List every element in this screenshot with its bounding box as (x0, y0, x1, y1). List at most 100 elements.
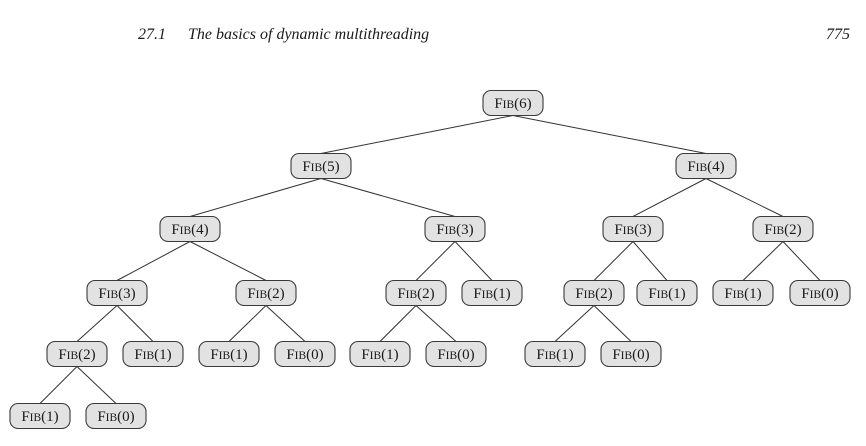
fib-node-box (524, 340, 586, 368)
fib-node-box (752, 215, 814, 243)
fib-node-label: FIB(2) (397, 286, 434, 302)
fib-node: FIB(1) (712, 279, 774, 307)
fib-node-box (9, 402, 71, 430)
fib-node-box (636, 279, 698, 307)
page-number: 775 (826, 26, 850, 43)
fib-node-box (198, 340, 260, 368)
fib-node-box (122, 340, 184, 368)
tree-edge (415, 241, 456, 281)
fib-node-label: FIB(1) (361, 347, 398, 363)
tree-edge (228, 305, 267, 342)
fib-node-label: FIB(0) (612, 347, 649, 363)
tree-edge (554, 305, 595, 342)
fib-node: FIB(5) (290, 152, 352, 180)
tree-edge (782, 241, 821, 281)
fib-node-label: FIB(1) (648, 286, 685, 302)
fib-node-label: FIB(0) (437, 347, 474, 363)
fib-node: FIB(1) (349, 340, 411, 368)
fib-node: FIB(1) (198, 340, 260, 368)
fib-node-label: FIB(1) (724, 286, 761, 302)
fib-node-box (563, 279, 625, 307)
fib-node-box (86, 279, 148, 307)
fib-node-label: FIB(2) (764, 222, 801, 238)
tree-edge (116, 305, 154, 342)
fib-node: FIB(1) (524, 340, 586, 368)
fib-node-box (425, 340, 487, 368)
fib-node-label: FIB(1) (473, 286, 510, 302)
fib-node: FIB(1) (9, 402, 71, 430)
tree-edge (379, 305, 417, 342)
fib-node-box (482, 89, 544, 117)
tree-edge (320, 115, 514, 154)
fib-node-label: FIB(0) (97, 409, 134, 425)
tree-edge (265, 305, 306, 342)
tree-edge (189, 241, 267, 281)
fib-node-box (349, 340, 411, 368)
fib-node-box (789, 279, 851, 307)
fib-node-box (602, 215, 664, 243)
fib-node: FIB(4) (675, 152, 737, 180)
fib-node: FIB(2) (235, 279, 297, 307)
fib-node: FIB(0) (600, 340, 662, 368)
fib-node-label: FIB(5) (302, 159, 339, 175)
fib-node-label: FIB(3) (98, 286, 135, 302)
fib-node-label: FIB(0) (801, 286, 838, 302)
fib-node-label: FIB(4) (687, 159, 724, 175)
tree-edge (189, 178, 322, 217)
fib-node: FIB(3) (424, 215, 486, 243)
fib-node-box (235, 279, 297, 307)
fib-node-label: FIB(3) (436, 222, 473, 238)
fib-node-label: FIB(3) (614, 222, 651, 238)
tree-edge (742, 241, 784, 281)
fib-node-label: FIB(1) (21, 409, 58, 425)
fib-node-label: FIB(4) (171, 222, 208, 238)
tree-edge (415, 305, 457, 342)
fib-node: FIB(2) (46, 340, 108, 368)
fib-node: FIB(0) (789, 279, 851, 307)
fib-node-label: FIB(1) (134, 347, 171, 363)
tree-edge (593, 305, 632, 342)
tree-edge (705, 178, 784, 217)
fib-node: FIB(1) (461, 279, 523, 307)
fib-node-label: FIB(1) (536, 347, 573, 363)
fib-node-label: FIB(1) (210, 347, 247, 363)
fib-node-box (424, 215, 486, 243)
section-number: 27.1 (138, 26, 166, 43)
fib-node-box (46, 340, 108, 368)
fib-node: FIB(2) (385, 279, 447, 307)
tree-edge (76, 305, 118, 342)
fib-node-box (159, 215, 221, 243)
fib-node-box (675, 152, 737, 180)
fib-node-box (600, 340, 662, 368)
fib-node: FIB(3) (86, 279, 148, 307)
fib-node: FIB(0) (425, 340, 487, 368)
tree-edge (593, 241, 634, 281)
tree-edge (632, 241, 668, 281)
fib-node-label: FIB(2) (575, 286, 612, 302)
tree-edge (632, 178, 707, 217)
fib-node: FIB(3) (602, 215, 664, 243)
fib-node-label: FIB(0) (286, 347, 323, 363)
fib-node: FIB(0) (274, 340, 336, 368)
fib-node-box (290, 152, 352, 180)
fib-node-label: FIB(2) (58, 347, 95, 363)
fib-node-box (274, 340, 336, 368)
tree-edges (39, 115, 821, 404)
tree-edge (320, 178, 456, 217)
section-title: The basics of dynamic multithreading (188, 26, 430, 43)
tree-edge (454, 241, 493, 281)
fib-node-box (385, 279, 447, 307)
fib-node-label: FIB(2) (247, 286, 284, 302)
fib-node: FIB(2) (752, 215, 814, 243)
tree-edge (512, 115, 707, 154)
fib-node-box (712, 279, 774, 307)
running-header: 27.1 The basics of dynamic multithreadin… (0, 26, 866, 48)
fib-node: FIB(2) (563, 279, 625, 307)
fib-node-label: FIB(6) (494, 96, 531, 112)
tree-nodes: FIB(6) FIB(5) FIB(4) FIB(4) FIB(3) FIB(3) FIB(… (9, 89, 851, 430)
tree-edge (116, 241, 191, 281)
fib-node-box (461, 279, 523, 307)
tree-edge (76, 366, 117, 404)
fib-node: FIB(1) (636, 279, 698, 307)
